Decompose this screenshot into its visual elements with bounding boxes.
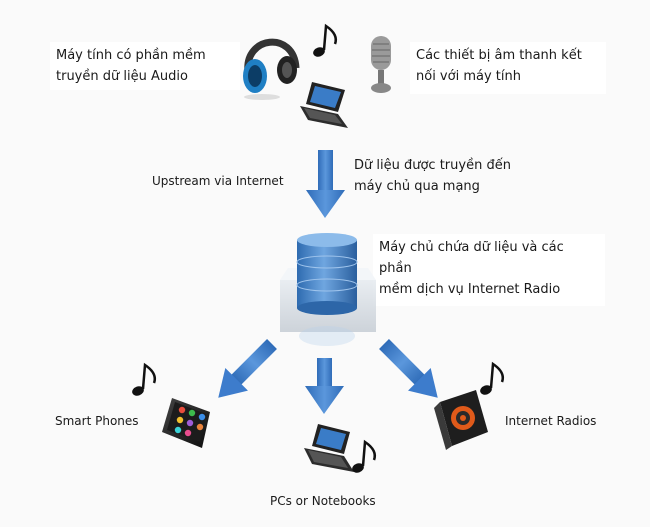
upstream-label: Upstream via Internet	[152, 174, 284, 188]
notebook-icon	[304, 424, 354, 472]
transfer-caption: Dữ liệu được truyền đến máy chủ qua mạng	[354, 158, 511, 194]
server-icon	[280, 233, 376, 346]
music-note-icon	[352, 439, 376, 473]
headphones-icon	[243, 38, 300, 100]
arrow-to-phones	[218, 339, 277, 398]
laptop-icon	[300, 82, 348, 128]
music-note-icon	[132, 362, 156, 396]
music-note-icon	[313, 23, 337, 57]
arrow-to-radios	[379, 339, 438, 398]
arrow-to-pcs	[305, 358, 344, 414]
smart-phone-icon	[162, 398, 210, 448]
internet-radios-label: Internet Radios	[505, 414, 597, 428]
pcs-label: PCs or Notebooks	[270, 494, 376, 508]
upstream-arrow	[306, 150, 345, 218]
server-caption: Máy chủ chứa dữ liệu và các phần mềm dịc…	[373, 234, 605, 306]
audio-devices-caption: Các thiết bị âm thanh kết nối với máy tí…	[410, 42, 606, 94]
music-note-icon	[480, 361, 504, 395]
source-computer-caption: Máy tính có phần mềm truyền dữ liệu Audi…	[50, 42, 240, 90]
microphone-icon	[371, 36, 391, 93]
smart-phones-label: Smart Phones	[55, 414, 139, 428]
internet-radio-icon	[434, 390, 488, 450]
